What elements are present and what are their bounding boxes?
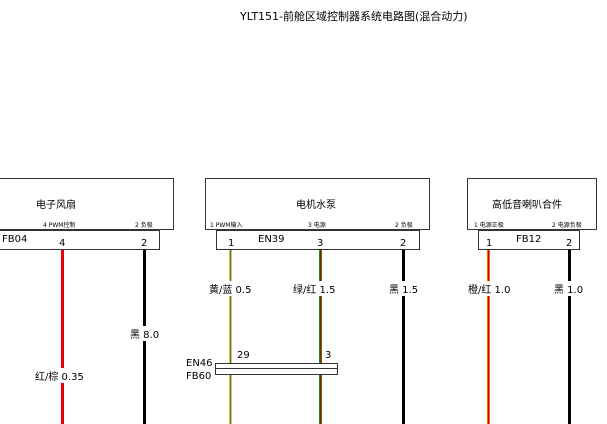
horn-pin1-num: 1 (486, 238, 493, 249)
pump-connector-id: EN39 (258, 234, 285, 245)
splice-divider (215, 368, 338, 369)
pump-pin1-num: 1 (228, 238, 235, 249)
fan-pin2-desc: 2 负极 (135, 222, 153, 229)
fan-pin4-desc: 4 PWM控制 (43, 222, 76, 229)
splice-connector-rail (215, 363, 338, 375)
wire-red-brown (61, 250, 64, 424)
pump-pin2-num: 2 (400, 238, 407, 249)
wire-label-black-8: 黑 8.0 (129, 326, 161, 341)
wire-label-green-red: 绿/红 1.5 (292, 281, 337, 296)
splice-pin-29: 29 (237, 350, 250, 361)
fan-pin2-num: 2 (141, 238, 148, 249)
pump-pin2-desc: 2 负极 (395, 222, 413, 229)
electronic-fan-name: 电子风扇 (36, 200, 76, 211)
splice-top-connector: EN46 (186, 358, 213, 369)
horn-assembly-name: 高低音喇叭合件 (492, 200, 562, 211)
fan-pin4-num: 4 (59, 238, 66, 249)
wire-label-orange-red: 橙/红 1.0 (467, 281, 512, 296)
wire-green-red (319, 250, 322, 424)
horn-pin1-desc: 1 电源正极 (474, 222, 504, 229)
fan-connector-id: FB04 (2, 234, 28, 245)
wire-label-red-brown: 红/棕 0.35 (34, 368, 85, 383)
electronic-fan-box (0, 178, 174, 230)
fan-connector-box (0, 230, 160, 250)
horn-connector-box (478, 230, 580, 250)
horn-connector-id: FB12 (516, 234, 542, 245)
wire-label-black-1-5: 黑 1.5 (388, 281, 420, 296)
wire-label-black-1-0: 黑 1.0 (553, 281, 585, 296)
wire-black-1-5 (402, 250, 405, 424)
wire-black-1-0 (568, 250, 571, 424)
pump-connector-box (216, 230, 420, 250)
diagram-title: YLT151-前舱区域控制器系统电路图(混合动力) (240, 10, 468, 23)
horn-assembly-box (467, 178, 597, 230)
pump-pin3-num: 3 (317, 238, 324, 249)
motor-pump-name: 电机水泵 (296, 200, 336, 211)
pump-pin3-desc: 3 电源 (308, 222, 326, 229)
pump-pin1-desc: 1 PWM输入 (210, 222, 243, 229)
wire-orange-red (487, 250, 490, 424)
splice-pin-3: 3 (325, 350, 332, 361)
splice-bottom-connector: FB60 (186, 371, 212, 382)
horn-pin2-desc: 2 电源负极 (552, 222, 582, 229)
horn-pin2-num: 2 (566, 238, 573, 249)
wire-label-yellow-blue: 黄/蓝 0.5 (208, 281, 253, 296)
motor-pump-box (205, 178, 430, 230)
wire-yellow-blue (229, 250, 232, 424)
